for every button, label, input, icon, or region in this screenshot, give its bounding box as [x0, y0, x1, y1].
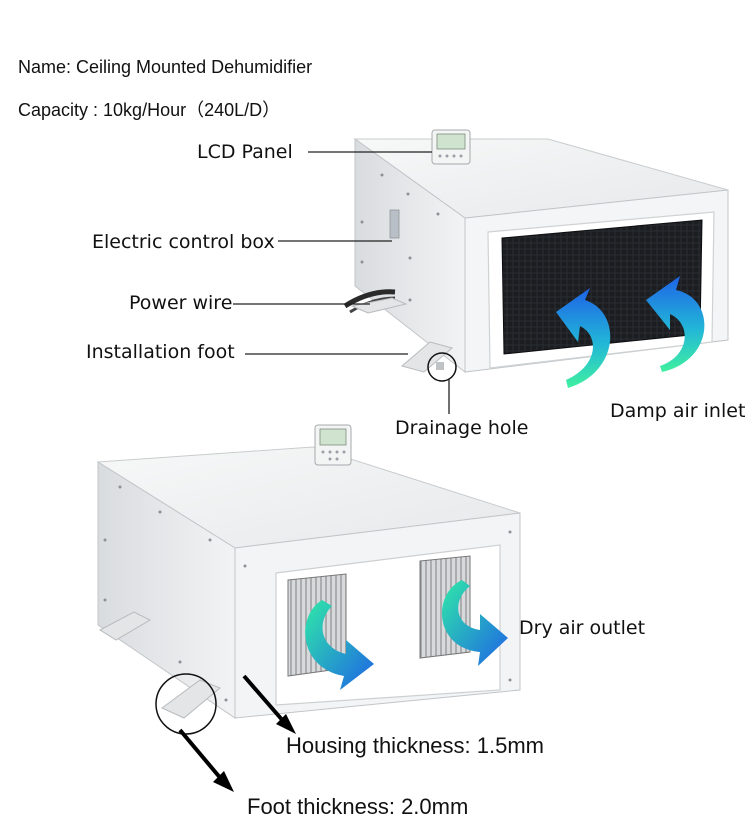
lower-unit: [96, 424, 521, 735]
label-installation-foot: Installation foot: [86, 341, 235, 363]
lcd-panel-lower: [314, 424, 352, 466]
drainage-hole-marker: [427, 352, 457, 382]
upper-unit: [343, 129, 729, 388]
upper-leader-lines: [233, 151, 450, 414]
label-lcd-panel: LCD Panel: [197, 141, 293, 163]
installation-foot-front: [400, 341, 454, 373]
label-drainage-hole: Drainage hole: [395, 417, 529, 439]
label-power-wire: Power wire: [129, 292, 233, 314]
installation-foot-back: [350, 297, 408, 314]
product-name: Name: Ceiling Mounted Dehumidifier: [18, 57, 313, 77]
label-housing-thickness: Housing thickness: 1.5mm: [286, 733, 544, 758]
dry-air-arrow-right: [442, 580, 508, 666]
installation-foot-left: [98, 611, 152, 641]
label-dry-air-outlet: Dry air outlet: [519, 617, 646, 639]
damp-air-arrow-left: [556, 288, 611, 388]
damp-air-arrow-right: [646, 276, 705, 372]
lower-leader-arrows: [178, 674, 296, 792]
label-damp-air-inlet: Damp air inlet: [610, 400, 746, 422]
dry-air-arrow-left: [305, 600, 374, 690]
installation-foot-right: [161, 679, 221, 719]
label-electric-control-box: Electric control box: [92, 231, 275, 253]
label-foot-thickness: Foot thickness: 2.0mm: [247, 794, 469, 819]
foot-marker: [155, 673, 217, 735]
product-capacity: Capacity : 10kg/Hour（240L/D）: [18, 100, 281, 120]
lcd-panel-upper: [431, 129, 471, 165]
